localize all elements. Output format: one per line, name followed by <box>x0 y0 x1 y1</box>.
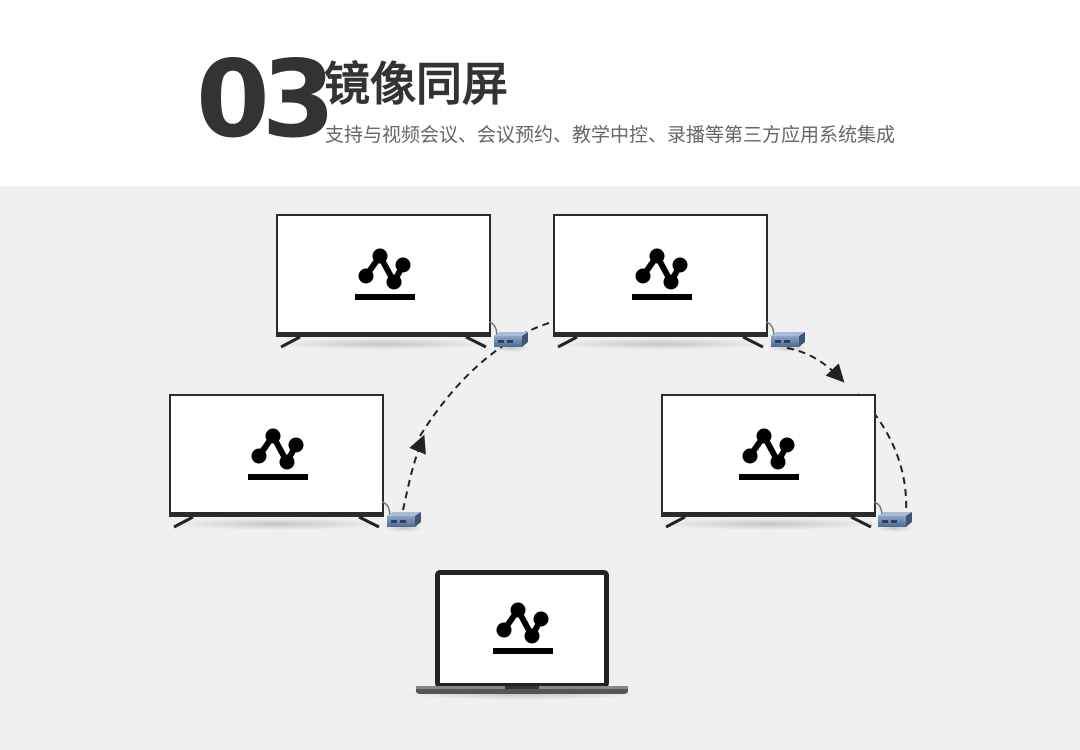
tv-top-right <box>551 214 807 352</box>
laptop-source <box>402 570 642 700</box>
arrow-top-right-to-middle-right <box>786 347 845 383</box>
arrow-source-to-top-left <box>402 434 426 511</box>
header: 03 镜像同屏 支持与视频会议、会议预约、教学中控、录播等第三方应用系统集成 <box>0 0 1080 186</box>
hdmi-box-icon <box>385 512 423 532</box>
diagram-stage <box>0 186 1080 750</box>
section-title: 镜像同屏 <box>324 57 508 111</box>
mirroring-diagram <box>167 214 914 700</box>
hdmi-box-icon <box>492 332 530 352</box>
tv-middle-right <box>658 394 914 532</box>
arrow-top-left-to-top-right <box>419 321 553 437</box>
hdmi-box-icon <box>876 512 914 532</box>
tv-top-left <box>274 214 530 352</box>
section-subtitle: 支持与视频会议、会议预约、教学中控、录播等第三方应用系统集成 <box>325 124 896 146</box>
section-number: 03 <box>196 38 335 161</box>
hdmi-box-icon <box>769 332 807 352</box>
tv-middle-left <box>167 394 423 532</box>
